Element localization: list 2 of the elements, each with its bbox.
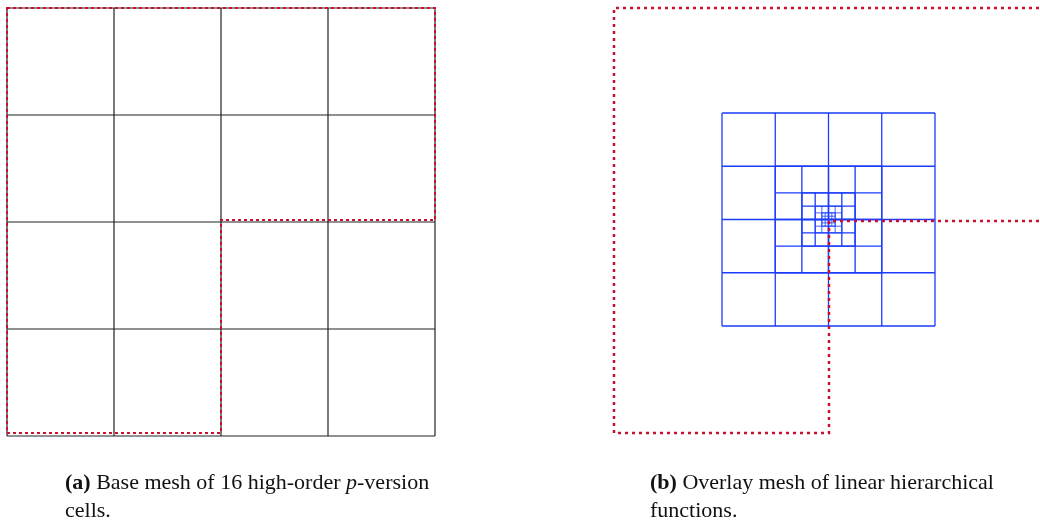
figure-caption: (b) Overlay mesh of linear hierarchical functions. [650, 468, 995, 524]
figure-caption: (a) Base mesh of 16 high-order p-version cells. [65, 468, 431, 524]
